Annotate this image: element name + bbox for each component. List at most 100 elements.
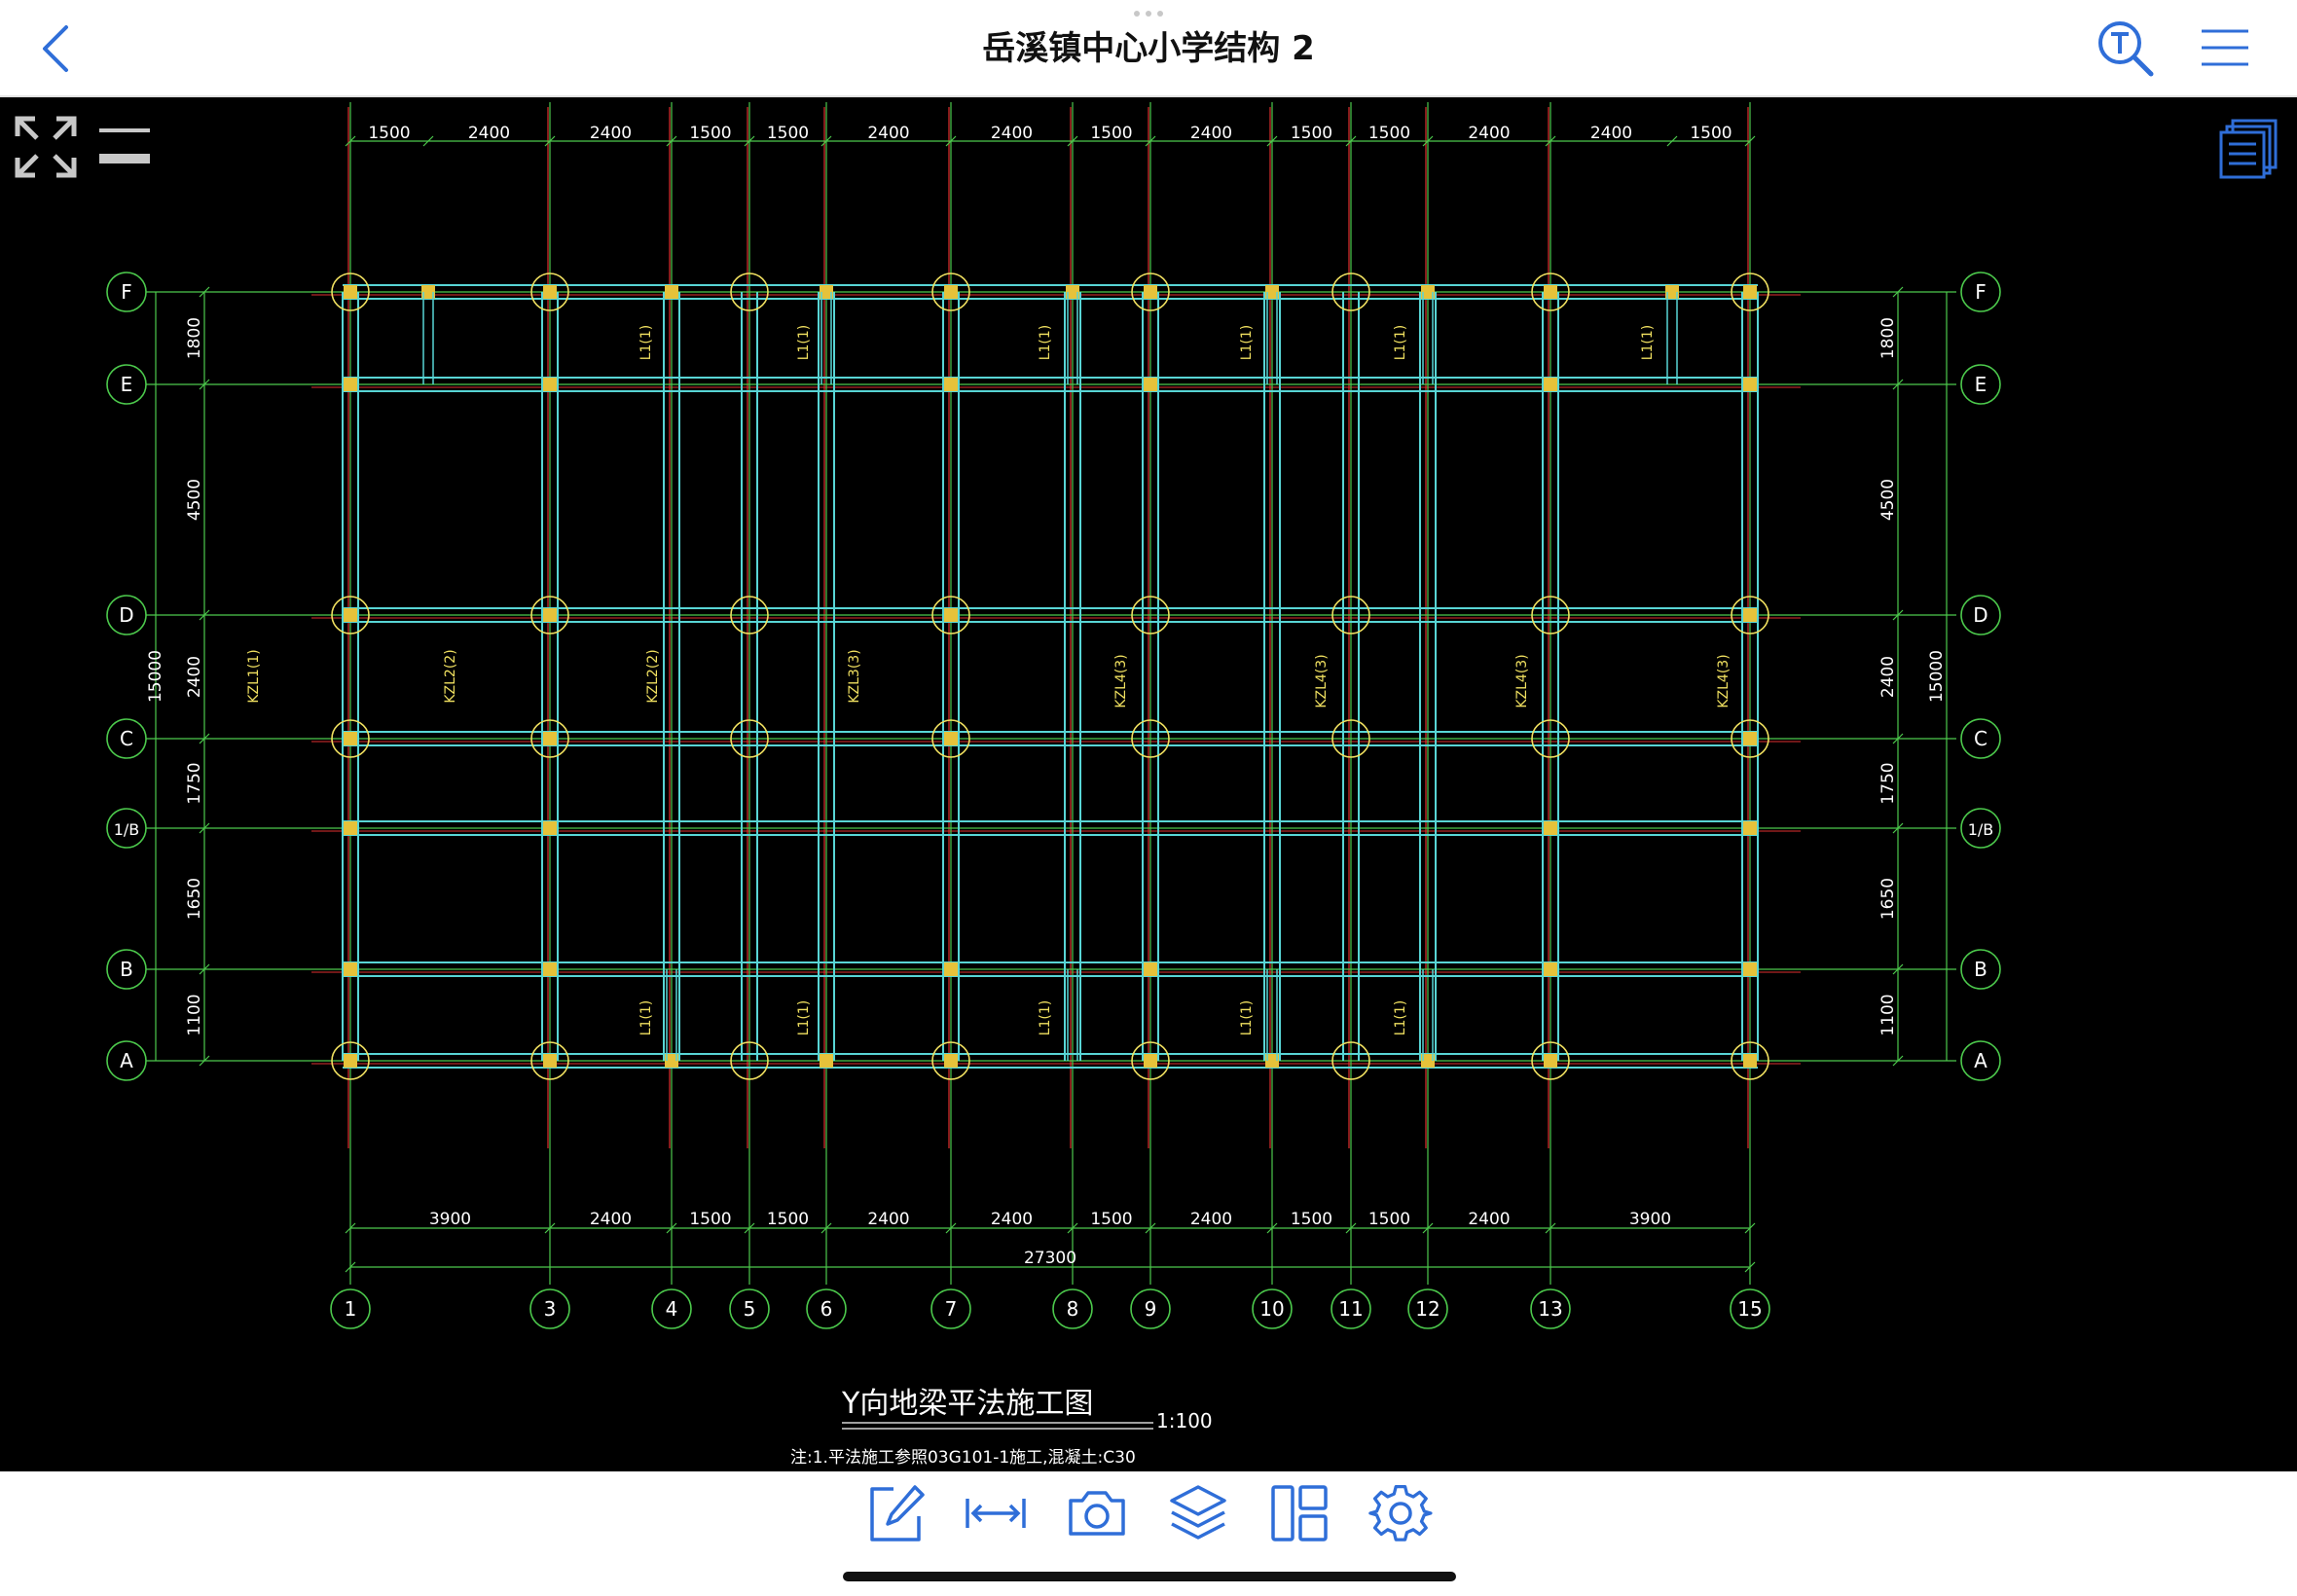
axis-bubble <box>106 364 147 405</box>
column <box>1743 608 1757 622</box>
dimension-text: 1500 <box>767 124 809 143</box>
menu-icon[interactable] <box>2198 23 2252 72</box>
column <box>1544 285 1557 299</box>
axis-label: 8 <box>1067 1297 1079 1321</box>
axis-bubble <box>106 595 147 635</box>
line-weight-icon[interactable] <box>95 121 154 169</box>
column <box>344 608 357 622</box>
dimension-text: 2400 <box>590 1210 632 1229</box>
column <box>1066 285 1079 299</box>
fit-screen-icon[interactable] <box>14 115 78 179</box>
dimension-tick <box>199 286 210 298</box>
column-circle <box>1131 596 1170 635</box>
settings-icon[interactable] <box>1368 1481 1433 1545</box>
beam-label: L1(1) <box>1038 1000 1053 1036</box>
column <box>1743 821 1757 835</box>
axis-bubble <box>529 1288 570 1329</box>
axis-label: F <box>121 280 132 304</box>
column-circle <box>331 719 370 758</box>
camera-icon[interactable] <box>1065 1481 1129 1545</box>
layout-icon[interactable] <box>1267 1481 1331 1545</box>
column-circle <box>530 719 569 758</box>
dimension-text: 1500 <box>689 1210 731 1229</box>
column <box>665 285 678 299</box>
axis-label: 9 <box>1145 1297 1157 1321</box>
dimension-tick <box>1067 135 1078 147</box>
measure-icon[interactable] <box>964 1481 1028 1545</box>
column <box>344 285 357 299</box>
axis-bubble <box>1130 1288 1171 1329</box>
axis-bubble <box>1960 949 2001 990</box>
column <box>820 285 833 299</box>
dimension-text: 2400 <box>468 124 510 143</box>
column-circle <box>1131 719 1170 758</box>
axis-label: A <box>1974 1049 1987 1072</box>
column <box>1144 962 1157 976</box>
dimension-tick <box>1892 1055 1904 1067</box>
column <box>1743 285 1757 299</box>
beam-label: L1(1) <box>796 1000 812 1036</box>
axis-label: 11 <box>1338 1297 1363 1321</box>
axis-label: 5 <box>744 1297 756 1321</box>
dimension-tick <box>1266 1222 1278 1234</box>
beam-label: KZL1(1) <box>246 649 262 703</box>
layers-icon[interactable] <box>1166 1481 1230 1545</box>
drawing-title: Y向地梁平法施工图 <box>841 1387 1093 1421</box>
axis-label: 4 <box>666 1297 678 1321</box>
dimension-tick <box>1744 1261 1756 1273</box>
dimension-tick <box>1892 733 1904 744</box>
axis-bubble <box>1331 1288 1371 1329</box>
sheets-icon[interactable] <box>2217 117 2279 181</box>
axis-bubble <box>1960 718 2001 759</box>
axis-label: 13 <box>1538 1297 1562 1321</box>
column-circle <box>530 596 569 635</box>
column <box>344 821 357 835</box>
dimension-tick <box>1892 286 1904 298</box>
beam-label: KZL2(2) <box>645 649 661 703</box>
axis-bubble <box>106 718 147 759</box>
column <box>1144 378 1157 391</box>
dimension-text: 2400 <box>867 124 909 143</box>
annotate-icon[interactable] <box>864 1481 929 1545</box>
dimension-tick <box>820 135 832 147</box>
beam-label: KZL4(3) <box>1514 654 1530 707</box>
dimension-text: 2400 <box>590 124 632 143</box>
dimension-tick <box>199 733 210 744</box>
column <box>543 608 557 622</box>
dimension-tick <box>199 822 210 834</box>
axis-bubble <box>729 1288 770 1329</box>
dimension-text: 2400 <box>1190 1210 1232 1229</box>
column <box>820 1054 833 1068</box>
column <box>344 962 357 976</box>
dimension-tick <box>1145 1222 1156 1234</box>
text-search-icon[interactable] <box>2095 18 2157 80</box>
column <box>543 285 557 299</box>
column <box>543 732 557 745</box>
dimension-tick <box>1545 135 1556 147</box>
column-circle <box>730 272 769 311</box>
axis-bubble <box>330 1288 371 1329</box>
column-circle <box>1731 719 1769 758</box>
dimension-tick <box>1422 135 1434 147</box>
dimension-text: 1500 <box>1090 1210 1132 1229</box>
column-circle <box>931 719 970 758</box>
axis-label: 1/B <box>114 820 140 839</box>
drawing-note: 注:1.平法施工参照03G101-1施工,混凝土:C30 <box>790 1448 1136 1468</box>
column <box>944 732 958 745</box>
drag-handle[interactable] <box>1133 10 1164 18</box>
dimension-text: 1500 <box>1090 124 1132 143</box>
column-circle <box>1731 596 1769 635</box>
axis-label: E <box>1975 373 1987 396</box>
axis-bubble <box>1252 1288 1293 1329</box>
dimension-text: 3900 <box>429 1210 471 1229</box>
dimension-tick <box>544 135 556 147</box>
beam-label: L1(1) <box>1640 325 1656 361</box>
chevron-left-icon[interactable] <box>29 19 88 78</box>
dimension-text: 1500 <box>767 1210 809 1229</box>
beam-label: L1(1) <box>638 1000 654 1036</box>
dimension-text: 1500 <box>1291 124 1332 143</box>
total-dimension: 15000 <box>146 650 165 703</box>
column-circle <box>1531 1041 1570 1080</box>
